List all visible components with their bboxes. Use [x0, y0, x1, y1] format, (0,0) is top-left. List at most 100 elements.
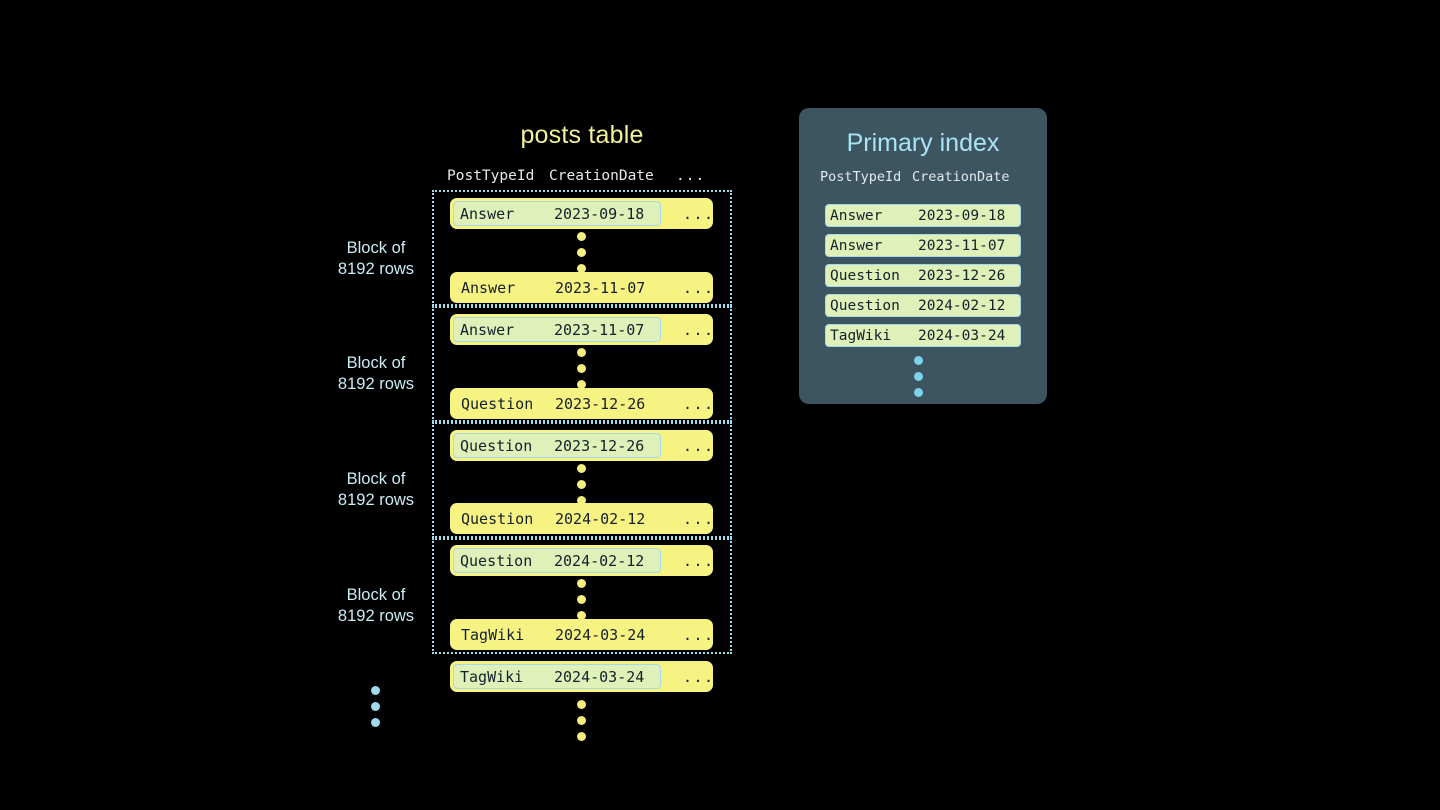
- block-3-label-line2: 8192 rows: [337, 491, 415, 509]
- dot: [914, 388, 923, 397]
- dot: [577, 348, 586, 357]
- posts-table-column-headers: PostTypeId CreationDate ...: [447, 166, 717, 186]
- cell-creationdate: 2024-02-12: [555, 509, 646, 528]
- row-plain-cells: Question 2024-02-12: [455, 506, 661, 531]
- cell-creationdate: 2023-11-07: [555, 278, 646, 297]
- block-4-row-ellipsis: [577, 579, 586, 620]
- column-header-more: ...: [676, 168, 706, 184]
- index-row: TagWiki 2024-03-24: [825, 324, 1021, 347]
- row-plain-cells: Answer 2023-11-07: [455, 275, 661, 300]
- dot: [577, 496, 586, 505]
- index-column-header-posttypeid: PostTypeId: [820, 169, 902, 185]
- index-cell-creationdate: 2023-09-18: [918, 207, 1006, 224]
- cell-posttypeid: Question: [460, 551, 533, 570]
- table-row: TagWiki 2024-03-24 ...: [450, 619, 713, 650]
- table-row: Question 2024-02-12 ...: [450, 545, 713, 576]
- dot: [371, 718, 380, 727]
- dot: [914, 356, 923, 365]
- block-3-label-line1: Block of: [346, 470, 406, 488]
- dot: [577, 716, 586, 725]
- row-highlight-pill: Answer 2023-09-18: [453, 201, 661, 226]
- block-2-row-ellipsis: [577, 348, 586, 389]
- dot: [577, 480, 586, 489]
- dot: [577, 700, 586, 709]
- block-2-label-line2: 8192 rows: [337, 375, 415, 393]
- dot: [577, 248, 586, 257]
- cell-posttypeid: Question: [460, 436, 533, 455]
- index-cell-creationdate: 2023-12-26: [918, 267, 1006, 284]
- cell-posttypeid: Answer: [461, 278, 516, 297]
- table-row: Question 2023-12-26 ...: [450, 430, 713, 461]
- cell-creationdate: 2024-03-24: [554, 667, 645, 686]
- cell-creationdate: 2023-11-07: [554, 320, 645, 339]
- cell-more: ...: [683, 278, 715, 297]
- cell-posttypeid: TagWiki: [461, 625, 525, 644]
- primary-index-title: Primary index: [846, 129, 1000, 157]
- cell-posttypeid: TagWiki: [460, 667, 524, 686]
- block-1-row-ellipsis: [577, 232, 586, 273]
- index-column-header-creationdate: CreationDate: [912, 169, 1010, 185]
- block-2-label-line1: Block of: [346, 354, 406, 372]
- cell-more: ...: [683, 436, 715, 455]
- cell-posttypeid: Answer: [460, 320, 515, 339]
- index-cell-posttypeid: Answer: [830, 237, 883, 254]
- index-cell-creationdate: 2024-02-12: [918, 297, 1006, 314]
- dot: [577, 380, 586, 389]
- index-cell-posttypeid: Question: [830, 297, 900, 314]
- block-4-label: Block of 8192 rows: [296, 585, 456, 627]
- index-cell-posttypeid: TagWiki: [830, 327, 892, 344]
- column-header-creationdate: CreationDate: [549, 168, 654, 184]
- table-row: Answer 2023-11-07 ...: [450, 314, 713, 345]
- cell-more: ...: [683, 551, 715, 570]
- dot: [577, 464, 586, 473]
- cell-more: ...: [683, 320, 715, 339]
- block-1-label-line1: Block of: [346, 239, 406, 257]
- blocks-continuation-ellipsis: [371, 686, 380, 727]
- index-cell-posttypeid: Question: [830, 267, 900, 284]
- dot: [577, 579, 586, 588]
- dot: [577, 232, 586, 241]
- block-3-label: Block of 8192 rows: [296, 469, 456, 511]
- primary-index-panel: Primary index PostTypeId CreationDate An…: [799, 108, 1047, 404]
- block-4-label-line2: 8192 rows: [337, 607, 415, 625]
- cell-more: ...: [683, 625, 715, 644]
- dot: [577, 611, 586, 620]
- primary-index-continuation-ellipsis: [914, 356, 923, 397]
- block-1: [432, 190, 732, 306]
- block-2: [432, 306, 732, 422]
- block-2-label: Block of 8192 rows: [296, 353, 456, 395]
- dot: [371, 686, 380, 695]
- block-1-label-line2: 8192 rows: [337, 260, 415, 278]
- cell-creationdate: 2023-12-26: [554, 436, 645, 455]
- dot: [577, 364, 586, 373]
- cell-posttypeid: Question: [461, 509, 534, 528]
- index-cell-creationdate: 2024-03-24: [918, 327, 1006, 344]
- row-plain-cells: Question 2023-12-26: [455, 391, 661, 416]
- cell-creationdate: 2023-12-26: [555, 394, 646, 413]
- index-row: Question 2023-12-26: [825, 264, 1021, 287]
- column-header-posttypeid: PostTypeId: [447, 168, 535, 184]
- dot: [914, 372, 923, 381]
- dot: [577, 595, 586, 604]
- dot: [577, 732, 586, 741]
- row-highlight-pill: Question 2024-02-12: [453, 548, 661, 573]
- index-row: Answer 2023-11-07: [825, 234, 1021, 257]
- cell-posttypeid: Question: [461, 394, 534, 413]
- table-row-trailing: TagWiki 2024-03-24 ...: [450, 661, 713, 692]
- row-highlight-pill: Answer 2023-11-07: [453, 317, 661, 342]
- posts-table-continuation-ellipsis: [577, 700, 586, 741]
- cell-more: ...: [683, 667, 715, 686]
- block-4: [432, 538, 732, 654]
- block-1-label: Block of 8192 rows: [296, 238, 456, 280]
- posts-table-title: posts table: [520, 121, 644, 149]
- index-row: Question 2024-02-12: [825, 294, 1021, 317]
- row-plain-cells: TagWiki 2024-03-24: [455, 622, 661, 647]
- table-row: Question 2024-02-12 ...: [450, 503, 713, 534]
- index-cell-posttypeid: Answer: [830, 207, 883, 224]
- block-3: [432, 422, 732, 538]
- cell-creationdate: 2023-09-18: [554, 204, 645, 223]
- index-row: Answer 2023-09-18: [825, 204, 1021, 227]
- cell-more: ...: [683, 204, 715, 223]
- table-row: Question 2023-12-26 ...: [450, 388, 713, 419]
